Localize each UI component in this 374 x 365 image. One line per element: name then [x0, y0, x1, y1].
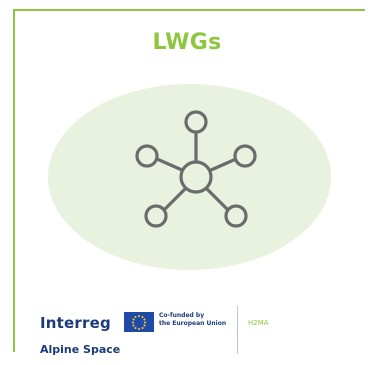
cofunded-eu-text: Co-funded by the European Union — [159, 312, 226, 328]
spoke-bottom-right — [205, 187, 230, 212]
cofunded-line1: Co-funded by — [159, 312, 205, 319]
spoke-right — [209, 157, 238, 172]
interreg-logo-text: Interreg — [40, 314, 111, 332]
logo-divider — [237, 306, 238, 354]
footer-logos: Interreg Alpine Space — [0, 300, 374, 365]
node-bottom-left — [144, 204, 168, 228]
node-top — [184, 110, 208, 134]
cofunded-line2: the European Union — [159, 320, 227, 327]
spoke-left — [155, 157, 184, 172]
eu-flag-icon — [124, 312, 154, 332]
node-left — [135, 144, 159, 168]
project-name: H2MA — [248, 319, 269, 327]
alpine-space-text: Alpine Space — [40, 343, 121, 356]
spoke-bottom-left — [162, 187, 187, 212]
center-node — [179, 160, 213, 194]
node-bottom-right — [224, 204, 248, 228]
page-title: LWGs — [152, 30, 222, 55]
node-right — [233, 144, 257, 168]
